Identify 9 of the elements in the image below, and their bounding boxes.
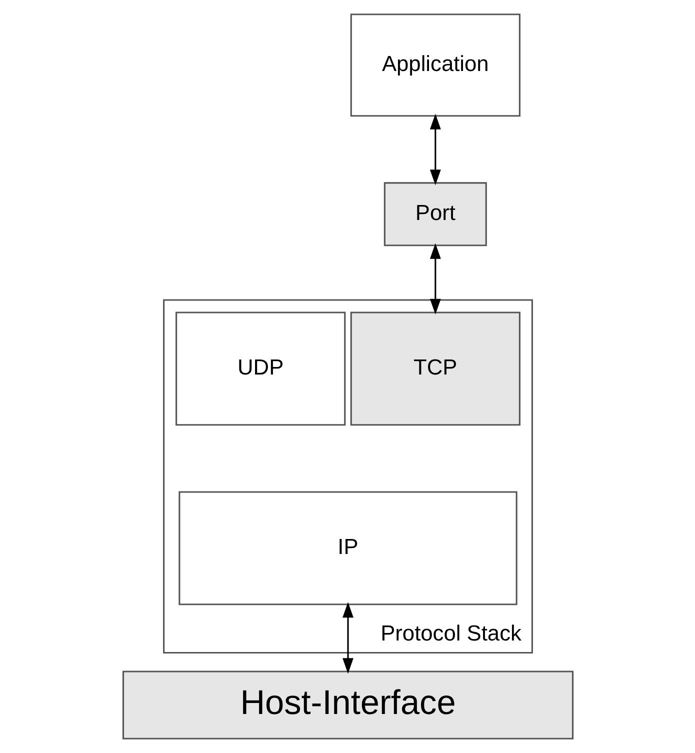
node-box: TCP [350, 312, 520, 426]
arrow [429, 114, 440, 186]
arrow [429, 243, 440, 315]
node-box: Port [383, 182, 486, 246]
node-box: Host-Interface [122, 670, 574, 740]
node-box: Application [350, 14, 520, 117]
node-box: IP [178, 491, 517, 606]
arrow [342, 602, 353, 674]
node-box: UDP [175, 312, 346, 426]
